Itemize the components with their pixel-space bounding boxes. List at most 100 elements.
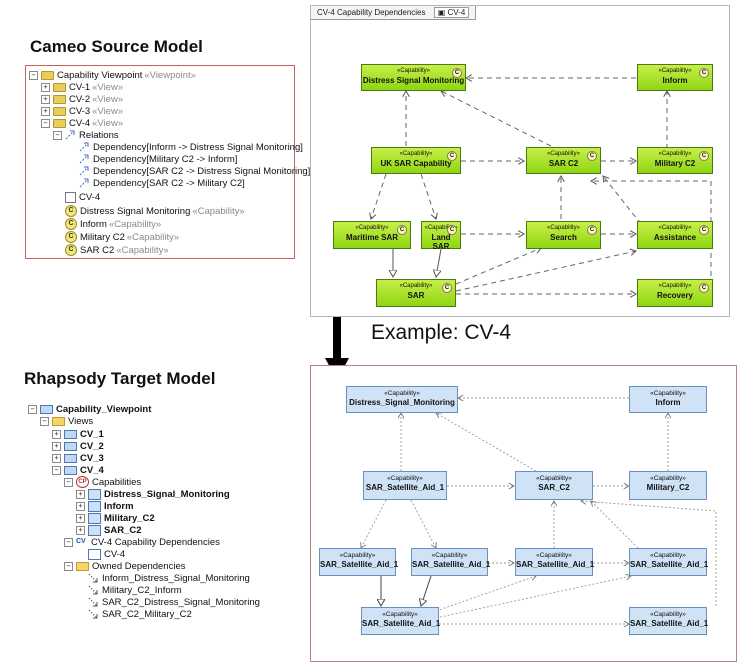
tree-item-capability[interactable]: + Distress_Signal_Monitoring (76, 488, 230, 500)
capability-node-inform[interactable]: «Capability» Inform (629, 386, 707, 413)
capability-node-sar-c2[interactable]: «Capability» SAR_C2 (515, 471, 593, 500)
collapse-icon[interactable]: − (64, 477, 73, 487)
package-icon (64, 466, 77, 475)
tree-item-dependency[interactable]: SAR_C2_Military_C2 (76, 608, 192, 620)
expand-icon[interactable]: + (76, 513, 85, 523)
tree-item-capability[interactable]: C Military C2 «Capability» (53, 231, 179, 243)
tree-item-dependency[interactable]: Military_C2_Inform (76, 584, 182, 596)
capability-node-assistance[interactable]: «Capability» Assistance C (637, 221, 713, 249)
dependency-icon (79, 166, 89, 176)
capability-node-military-c2[interactable]: «Capability» Military C2 C (637, 147, 713, 174)
capability-icon (88, 524, 101, 536)
tree-item-dependency[interactable]: Dependency[SAR C2 -> Distress Signal Mon… (67, 165, 310, 177)
tree-item-views-folder[interactable]: − Views (40, 415, 93, 427)
capability-icon: C (65, 231, 77, 243)
expand-icon[interactable]: + (41, 106, 50, 116)
rhapsody-dependency-edges (311, 366, 717, 661)
view-folder-icon (53, 83, 66, 92)
package-icon (64, 454, 77, 463)
viewpoint-folder-icon (41, 71, 54, 80)
tree-item-capability[interactable]: + Inform (76, 500, 134, 512)
tree-item-dependency[interactable]: Dependency[Military C2 -> Inform] (67, 153, 237, 165)
capability-node-recovery[interactable]: «Capability» Recovery C (637, 279, 713, 307)
tree-item-dependency[interactable]: SAR_C2_Distress_Signal_Monitoring (76, 596, 260, 608)
folder-icon (52, 417, 65, 426)
capability-icon: C (699, 283, 709, 293)
collapse-icon[interactable]: − (64, 561, 73, 571)
tree-item-diagram-folder[interactable]: − CV CV-4 Capability Dependencies (64, 536, 220, 548)
capability-node-inform[interactable]: «Capability» Inform C (637, 64, 713, 91)
tree-item-view[interactable]: + CV-1 «View» (41, 81, 123, 93)
collapse-icon[interactable]: − (41, 118, 50, 128)
capability-node-sar-satellite-aid-1[interactable]: «Capability» SAR_Satellite_Aid_1 (629, 548, 708, 576)
tree-item-diagram[interactable]: CV-4 (53, 191, 100, 203)
tree-item-capabilities-folder[interactable]: − CP Capabilities (64, 476, 141, 488)
dependency-icon (79, 178, 89, 188)
tree-item-diagram[interactable]: CV-4 (76, 548, 125, 560)
capability-node-sar-c2[interactable]: «Capability» SAR C2 C (526, 147, 601, 174)
dependency-icon (88, 597, 98, 607)
expand-icon[interactable]: + (52, 441, 61, 451)
capability-node-sar-satellite-aid-1[interactable]: «Capability» SAR_Satellite_Aid_1 (363, 471, 447, 500)
expand-icon[interactable]: + (41, 82, 50, 92)
collapse-icon[interactable]: − (28, 404, 37, 414)
collapse-icon[interactable]: − (29, 70, 38, 80)
tree-item-view[interactable]: − CV-4 «View» (41, 117, 123, 129)
capability-node-military-c2[interactable]: «Capability» Military_C2 (629, 471, 707, 500)
capability-node-sar[interactable]: «Capability» SAR C (376, 279, 456, 307)
expand-icon[interactable]: + (52, 429, 61, 439)
rhapsody-model-browser: − Capability_Viewpoint − Views + CV_1 + … (28, 400, 288, 620)
capability-icon: C (587, 225, 597, 235)
tree-item-view[interactable]: + CV_2 (52, 440, 104, 452)
tree-item-capability[interactable]: C Inform «Capability» (53, 218, 161, 230)
diagram-icon (65, 191, 76, 203)
expand-icon[interactable]: + (76, 525, 85, 535)
collapse-icon[interactable]: − (53, 130, 62, 140)
tree-item-dependency[interactable]: Inform_Distress_Signal_Monitoring (76, 572, 250, 584)
tree-item-dependency[interactable]: Dependency[SAR C2 -> Military C2] (67, 177, 245, 189)
expand-icon[interactable]: + (52, 453, 61, 463)
capability-node-sar-satellite-aid-1[interactable]: «Capability» SAR_Satellite_Aid_1 (361, 607, 440, 635)
collapse-icon[interactable]: − (40, 416, 49, 426)
capability-node-distress-signal-monitoring[interactable]: «Capability» Distress_Signal_Monitoring (346, 386, 458, 413)
capability-icon: C (65, 244, 77, 256)
relations-icon (65, 130, 75, 140)
rhapsody-target-title: Rhapsody Target Model (24, 369, 216, 388)
collapse-icon[interactable]: − (52, 465, 61, 475)
expand-icon[interactable]: + (76, 501, 85, 511)
tree-item-capability[interactable]: + SAR_C2 (76, 524, 142, 536)
dependency-icon (88, 573, 98, 583)
cameo-dependency-edges (311, 6, 712, 316)
capability-node-sar-satellite-aid-1[interactable]: «Capability» SAR_Satellite_Aid_1 (629, 607, 708, 635)
capability-node-sar-satellite-aid-1[interactable]: «Capability» SAR_Satellite_Aid_1 (515, 548, 594, 576)
tree-item-owned-dependencies[interactable]: − Owned Dependencies (64, 560, 185, 572)
package-icon (40, 405, 53, 414)
capability-icon: C (397, 225, 407, 235)
collapse-icon[interactable]: − (64, 537, 73, 547)
tree-item-dependency[interactable]: Dependency[Inform -> Distress Signal Mon… (67, 141, 303, 153)
capability-icon (88, 500, 101, 512)
tree-item-relations[interactable]: − Relations (53, 129, 119, 141)
capability-node-sar-satellite-aid-1[interactable]: «Capability» SAR_Satellite_Aid_1 (411, 548, 490, 576)
capability-node-maritime-sar[interactable]: «Capability» Maritime SAR C (333, 221, 411, 249)
tree-item-capability[interactable]: C SAR C2 «Capability» (53, 244, 169, 256)
capability-node-sar-satellite-aid-1[interactable]: «Capability» SAR_Satellite_Aid_1 (319, 548, 398, 576)
tree-item-view[interactable]: − CV_4 (52, 464, 104, 476)
expand-icon[interactable]: + (41, 94, 50, 104)
tree-item-view[interactable]: + CV-2 «View» (41, 93, 123, 105)
tree-item-view[interactable]: + CV-3 «View» (41, 105, 123, 117)
tree-item-root[interactable]: − Capability_Viewpoint (28, 403, 151, 415)
tree-item-root[interactable]: − Capability Viewpoint «Viewpoint» (29, 69, 196, 81)
expand-icon[interactable]: + (76, 489, 85, 499)
tree-item-view[interactable]: + CV_3 (52, 452, 104, 464)
diagram-frame-tab: CV-4 Capability Dependencies ▣ CV-4 (311, 6, 477, 20)
capability-icon (88, 512, 101, 524)
capability-node-uk-sar-capability[interactable]: «Capability» UK SAR Capability C (371, 147, 461, 174)
capability-node-search[interactable]: «Capability» Search C (526, 221, 601, 249)
capability-node-distress-signal-monitoring[interactable]: «Capability» Distress Signal Monitoring … (361, 64, 466, 91)
tree-item-view[interactable]: + CV_1 (52, 428, 104, 440)
tree-item-capability[interactable]: + Military_C2 (76, 512, 155, 524)
diagram-tab-icon: ▣ CV-4 (433, 7, 470, 18)
capability-node-land-sar[interactable]: «Capability» Land SAR C (421, 221, 461, 251)
tree-item-capability[interactable]: C Distress Signal Monitoring «Capability… (53, 205, 245, 217)
